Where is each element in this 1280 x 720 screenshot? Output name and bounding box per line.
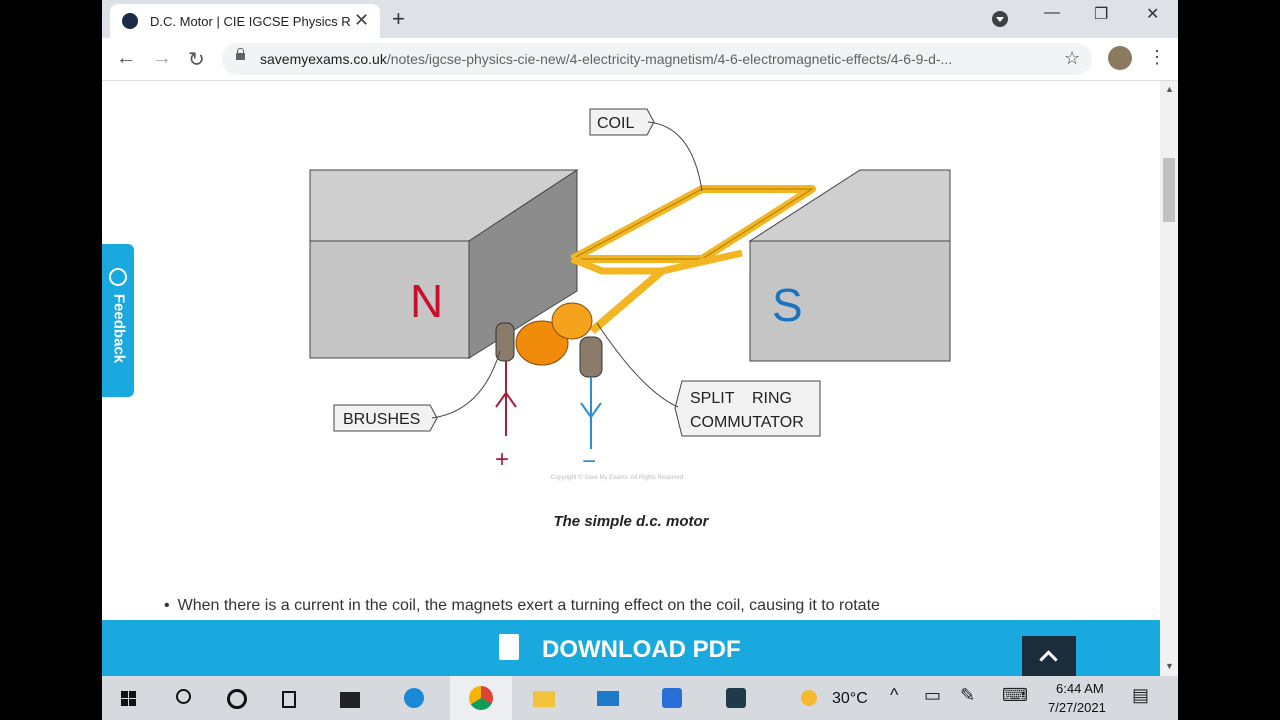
chrome-taskbar-active[interactable]: [450, 676, 512, 720]
brushes-tag: [333, 404, 438, 432]
pdf-download-icon: [499, 634, 519, 660]
browser-menu-icon[interactable]: ⋮: [1148, 47, 1166, 67]
pen-icon[interactable]: ✎: [960, 685, 976, 705]
minimize-button[interactable]: —: [1044, 4, 1060, 21]
restore-button[interactable]: ❐: [1094, 6, 1109, 23]
brush-right: [579, 336, 603, 378]
download-pdf-bar[interactable]: DOWNLOAD PDF: [102, 620, 1160, 676]
search-icon[interactable]: [170, 686, 194, 710]
tab-close-icon[interactable]: ✕: [354, 10, 370, 30]
commutator-half-left: [515, 320, 569, 366]
commutator-pointer: [596, 322, 679, 408]
url-text: savemyexams.co.uk/notes/igcse-physics-ci…: [260, 51, 952, 67]
notifications-icon[interactable]: ▤: [1132, 685, 1150, 705]
north-magnet-front: [309, 240, 471, 359]
commutator-tag-text-1: SPLIT RING: [690, 390, 792, 407]
bookmark-star-icon[interactable]: ☆: [1064, 48, 1081, 68]
feedback-chat-icon: [109, 268, 127, 286]
brushes-tag-text: BRUSHES: [343, 411, 420, 428]
clock-date[interactable]: 7/27/2021: [1048, 700, 1106, 715]
windows-start-icon[interactable]: [118, 686, 142, 710]
scroll-up-arrow-icon[interactable]: ▲: [1165, 84, 1174, 94]
list-item: When there is a current in the coil, the…: [164, 597, 880, 615]
address-bar[interactable]: savemyexams.co.uk/notes/igcse-physics-ci…: [222, 43, 1092, 75]
temperature[interactable]: 30°C: [832, 690, 868, 707]
task-view-icon[interactable]: [278, 686, 302, 710]
commutator-tag-text-2: COMMUTATOR: [690, 414, 804, 431]
store-icon[interactable]: [338, 686, 362, 710]
windows-taskbar: 30°C ^ ▭ ✎ ⌨ 6:44 AM 7/27/2021 ▤: [102, 676, 1178, 720]
north-magnet-side: [468, 169, 578, 359]
north-label: N: [410, 275, 443, 327]
tab-search-icon[interactable]: [992, 11, 1008, 27]
cortana-icon[interactable]: [224, 686, 248, 710]
feedback-tab[interactable]: Feedback: [102, 244, 134, 397]
app-icon[interactable]: [724, 686, 748, 710]
feedback-label: Feedback: [110, 293, 128, 364]
forward-button[interactable]: →: [152, 47, 172, 69]
south-label: S: [772, 279, 803, 331]
diagram-copyright: Copyright © Save My Exams. All Rights Re…: [550, 475, 684, 481]
wps-writer-icon[interactable]: [660, 686, 684, 710]
south-magnet-front: [749, 240, 951, 362]
commutator-tag: [674, 380, 821, 437]
page-scrollbar[interactable]: ▲ ▼: [1160, 81, 1178, 676]
back-button[interactable]: ←: [116, 47, 136, 69]
page-content: N S + − COIL BRUSHES SPLIT RING COMMUTAT…: [102, 81, 1160, 621]
coil-pointer: [647, 121, 703, 192]
coil-loop-outline: [571, 188, 814, 260]
tab-active[interactable]: D.C. Motor | CIE IGCSE Physics Re ✕: [110, 4, 380, 38]
weather-icon[interactable]: [798, 686, 822, 710]
tab-bar: D.C. Motor | CIE IGCSE Physics Re ✕ + — …: [102, 0, 1178, 38]
keyboard-icon[interactable]: ⌨: [1002, 685, 1028, 705]
mail-icon[interactable]: [596, 686, 620, 710]
show-hidden-icons-icon[interactable]: ^: [890, 685, 899, 705]
brushes-pointer: [431, 350, 501, 419]
commutator-half-right: [551, 302, 593, 340]
coil-lead: [570, 249, 743, 275]
coil-tag-text: COIL: [597, 115, 634, 132]
close-window-button[interactable]: ✕: [1146, 6, 1160, 23]
scrollbar-thumb[interactable]: [1163, 158, 1175, 222]
positive-arrow: [495, 391, 517, 408]
url-host: savemyexams.co.uk: [260, 51, 387, 67]
profile-avatar[interactable]: [1108, 46, 1132, 70]
chrome-icon: [469, 686, 493, 710]
site-favicon-icon: [122, 13, 138, 29]
clock-time[interactable]: 6:44 AM: [1056, 681, 1104, 696]
scroll-to-top-button[interactable]: [1022, 636, 1076, 676]
browser-window: D.C. Motor | CIE IGCSE Physics Re ✕ + — …: [102, 0, 1178, 676]
download-pdf-label: DOWNLOAD PDF: [542, 636, 741, 663]
dc-motor-diagram: N S + − COIL BRUSHES SPLIT RING COMMUTAT…: [309, 108, 951, 475]
url-path: /notes/igcse-physics-cie-new/4-electrici…: [386, 51, 953, 67]
file-explorer-icon[interactable]: [532, 686, 556, 710]
lock-icon: [236, 48, 245, 60]
plus-label: +: [495, 446, 509, 473]
new-tab-button[interactable]: +: [392, 6, 405, 31]
browser-toolbar: ← → ↻ savemyexams.co.uk/notes/igcse-phys…: [102, 38, 1178, 81]
minus-label: −: [582, 448, 596, 475]
tab-title: D.C. Motor | CIE IGCSE Physics Re: [150, 14, 350, 29]
coil-axle: [589, 267, 665, 335]
coil-tag: [589, 108, 655, 136]
scroll-down-arrow-icon[interactable]: ▼: [1165, 661, 1174, 671]
negative-arrow: [580, 402, 602, 419]
diagram-caption: The simple d.c. motor: [553, 513, 709, 530]
reload-button[interactable]: ↻: [188, 49, 205, 71]
battery-icon[interactable]: ▭: [924, 685, 942, 705]
edge-icon[interactable]: [402, 686, 426, 710]
